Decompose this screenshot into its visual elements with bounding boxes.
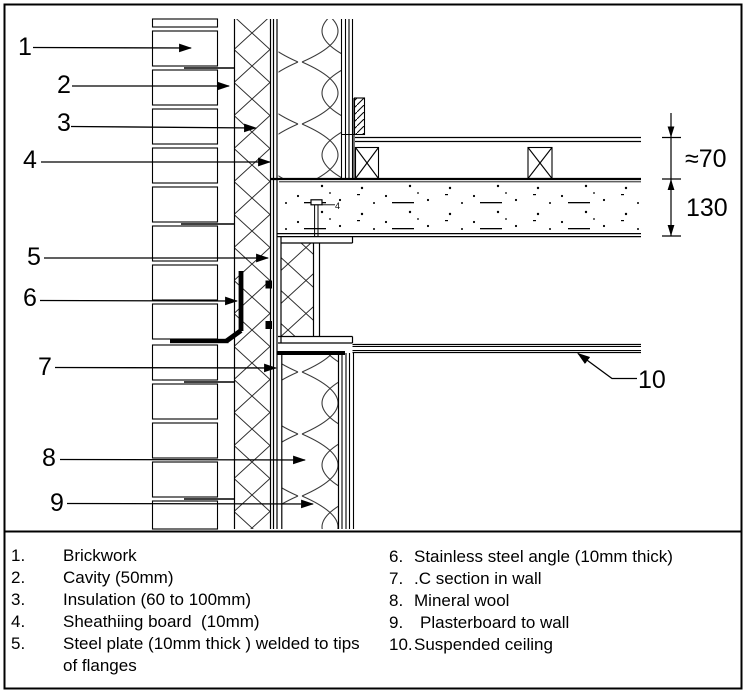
suspended-ceiling [352, 343, 641, 354]
callout-6: 6 [23, 284, 37, 312]
callout-1: 1 [18, 33, 32, 61]
lower-wall [277, 351, 355, 529]
callout-9: 9 [50, 489, 64, 517]
floor-deck [270, 97, 641, 181]
callout-10: 10 [638, 366, 666, 394]
plate-fixings [265, 280, 272, 329]
dimension-joist-zone: ≈70 [685, 145, 727, 173]
head-track [277, 351, 345, 355]
plasterboard [341, 353, 355, 529]
hanger-bolt: 4 [310, 199, 340, 236]
callout-5: 5 [27, 243, 41, 271]
fixing-mark: 4 [335, 201, 340, 211]
callout-4: 4 [23, 146, 37, 174]
callout-numbers: 1 2 3 4 5 6 7 8 9 10 [18, 33, 666, 517]
sheathing-board [272, 19, 278, 529]
concrete-slab: 4 [277, 181, 641, 238]
callout-leaders [32, 43, 637, 509]
shelf-angle [170, 271, 244, 344]
callout-8: 8 [42, 444, 56, 472]
dimension-annotations: ≈70 130 [662, 113, 728, 237]
dimension-slab: 130 [686, 194, 728, 222]
mineral-wool-lower [282, 355, 339, 529]
callout-2: 2 [57, 71, 71, 99]
page-border [3, 3, 743, 690]
mineral-wool-upper [278, 19, 342, 179]
timber-batten [354, 146, 553, 180]
brickwork-hatch [151, 18, 219, 530]
steel-beam [265, 236, 354, 344]
callout-7: 7 [38, 353, 52, 381]
callout-3: 3 [57, 109, 71, 137]
wall-ties [181, 67, 234, 500]
